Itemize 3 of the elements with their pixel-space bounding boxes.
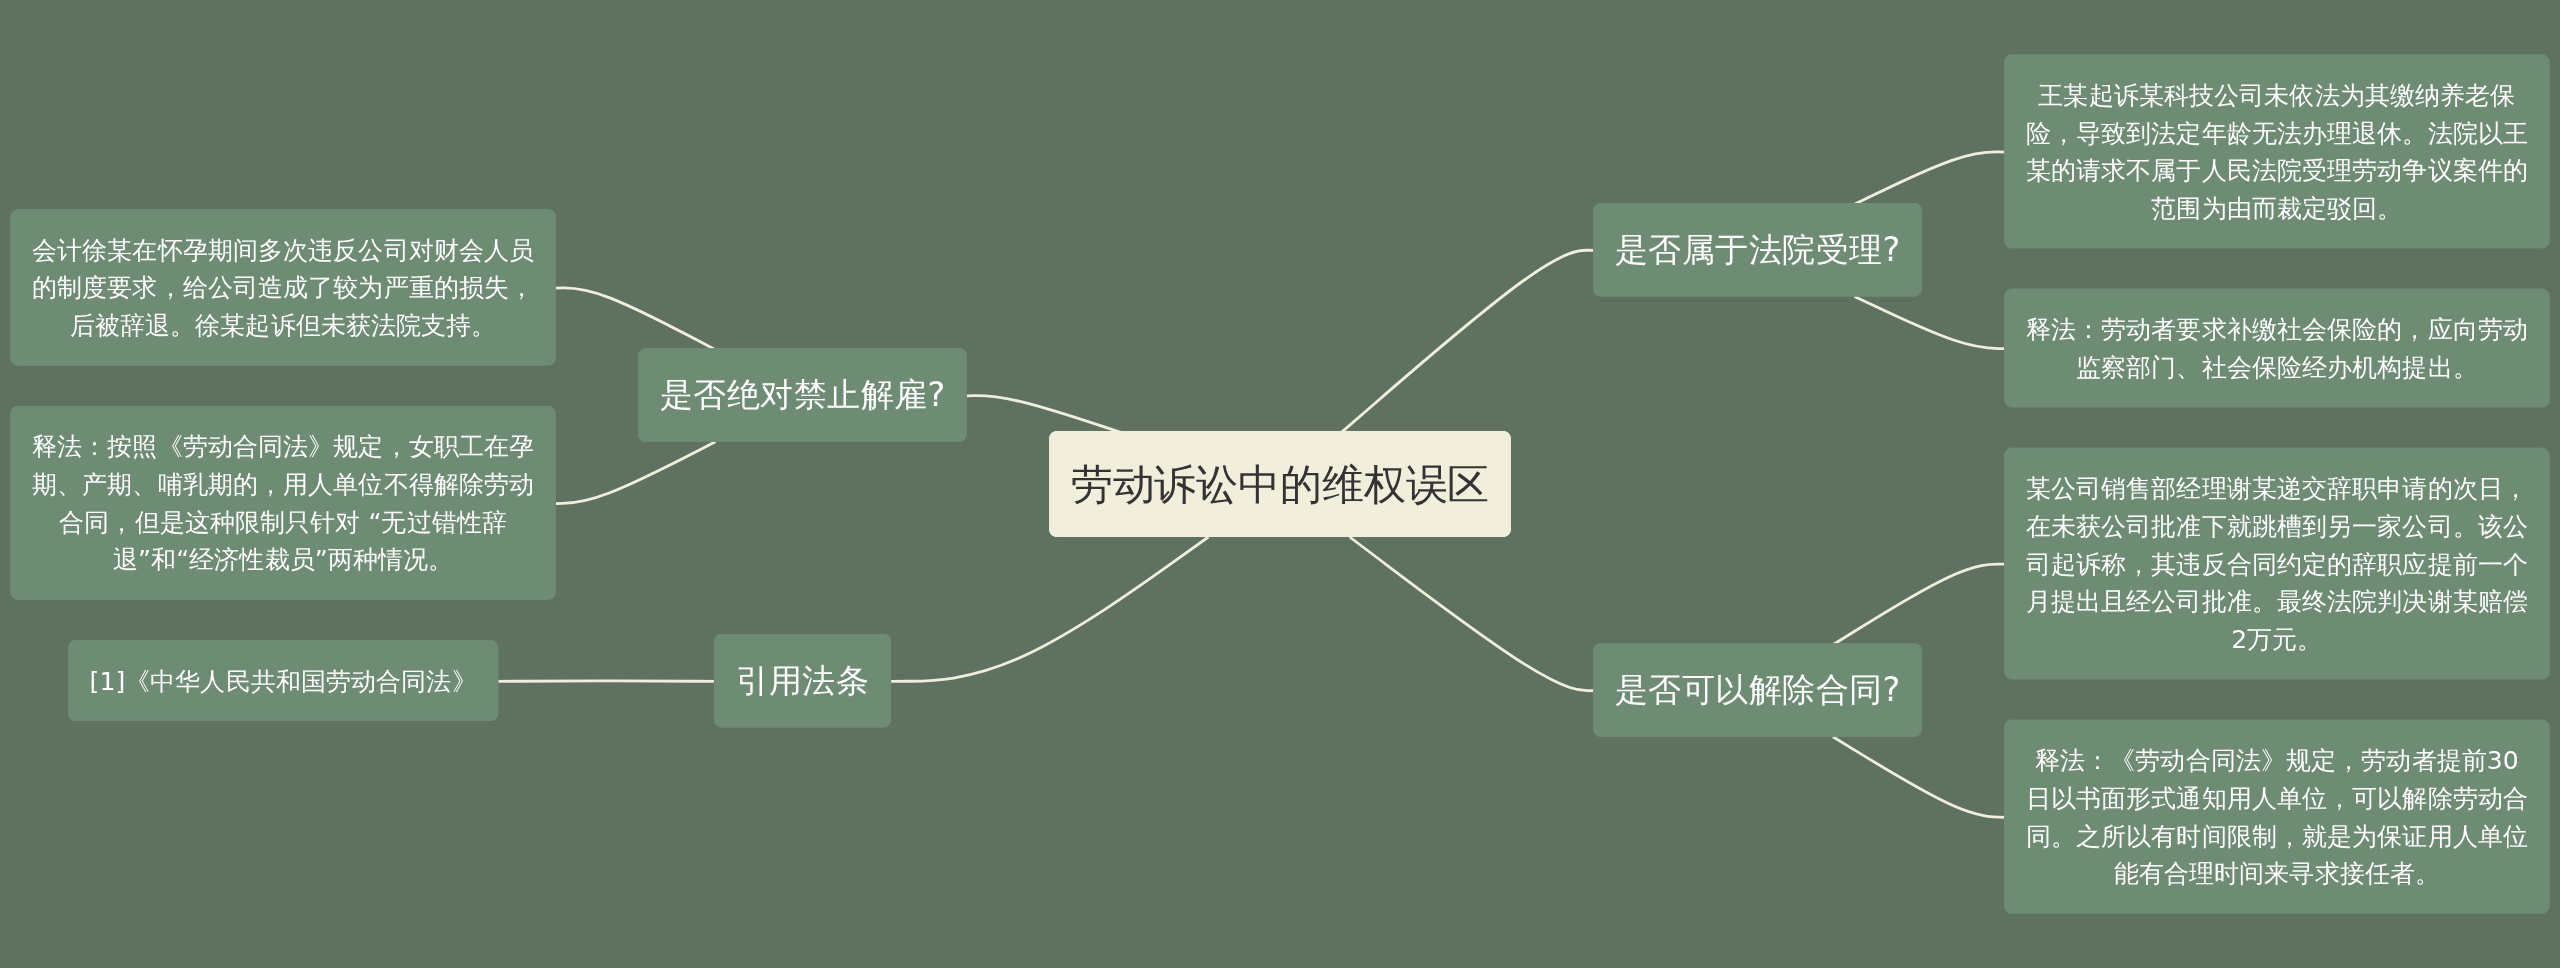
connector [555,440,716,505]
connector [555,286,717,351]
connector [891,535,1210,683]
